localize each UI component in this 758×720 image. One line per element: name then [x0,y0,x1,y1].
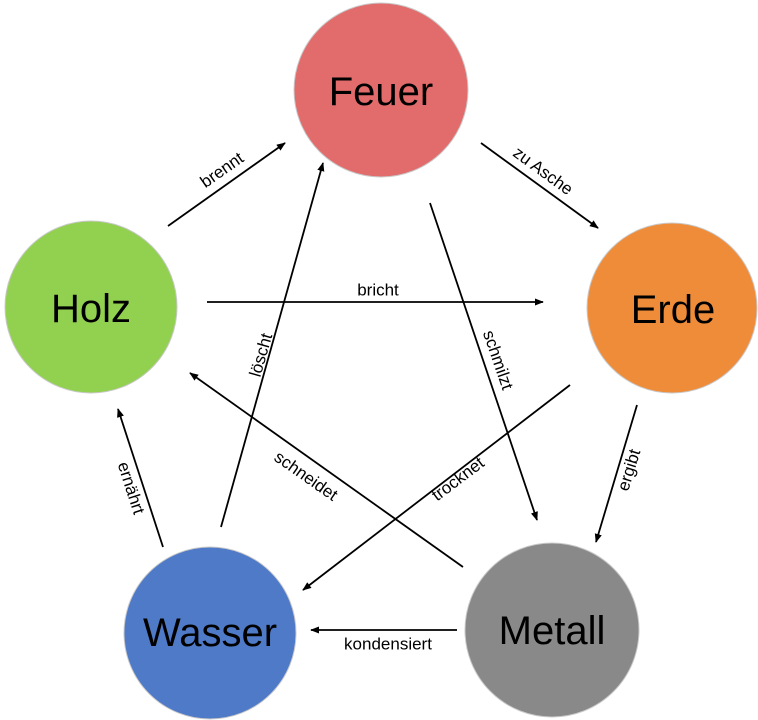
label-ergibt: ergibt [614,447,645,493]
node-wasser: Wasser [123,546,297,720]
holz-circle [4,220,178,394]
label-schmilzt: schmilzt [479,328,517,392]
feuer-label: Feuer [329,70,434,114]
arrow-schmilzt [429,202,538,521]
feuer-circle [293,2,469,178]
erde-circle [586,222,758,394]
arrow-ernaehrt [117,408,164,548]
metall-label: Metall [499,609,606,653]
arrow-brennt [167,142,286,227]
wasser-circle [123,546,297,720]
label-trocknet: trocknet [428,453,488,505]
arrow-schneidet [189,372,464,568]
node-metall: Metall [464,542,640,718]
wasser-label: Wasser [143,611,277,655]
node-holz: Holz [4,220,178,394]
node-feuer: Feuer [293,2,469,178]
arrow-ergibt [594,404,638,543]
erde-label: Erde [631,288,716,332]
holz-label: Holz [51,287,131,331]
arrow-trocknet [302,384,571,591]
arrow-zu-asche [480,142,599,229]
arrow-loescht [220,162,325,528]
metall-circle [464,542,640,718]
label-bricht: bricht [357,281,399,300]
label-kondensiert: kondensiert [344,635,432,654]
label-brennt: brennt [197,148,248,191]
node-erde: Erde [586,222,758,394]
label-loescht: löscht [246,331,277,379]
